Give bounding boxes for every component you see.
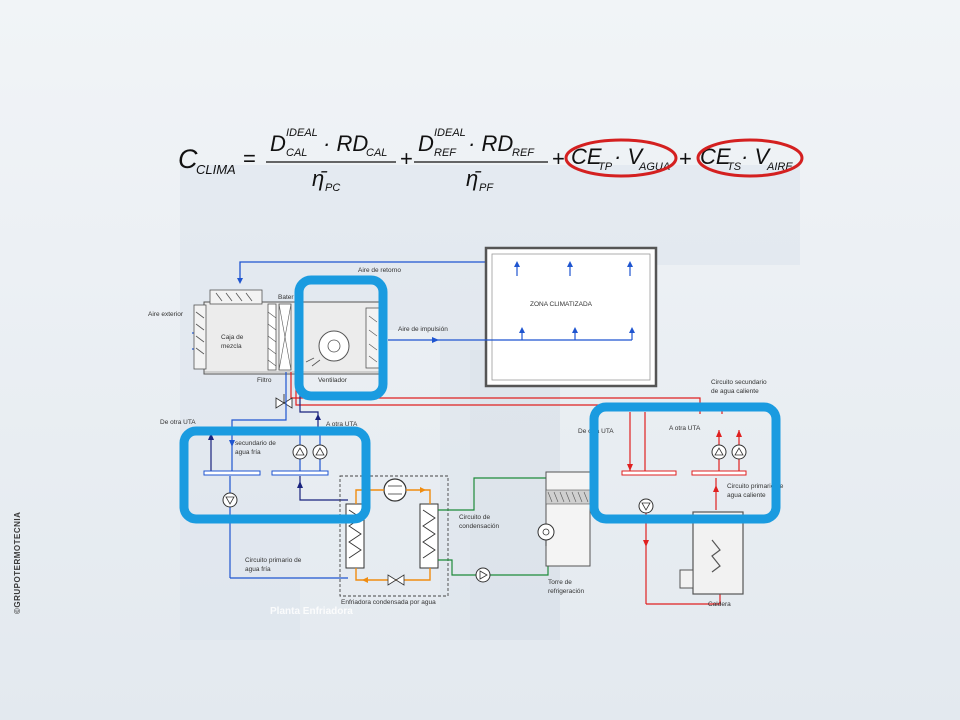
water-cooled-chiller	[339, 475, 449, 597]
t2-den-sub: PF	[479, 182, 494, 194]
label-bateria: Bater	[278, 294, 294, 301]
label-torre-1: Torre de	[548, 579, 572, 586]
label-a-otra-uta-right: A otra UTA	[669, 425, 701, 432]
label-planta-enfriadora: Planta Enfriadora	[270, 606, 353, 617]
t2-num-main: D	[418, 131, 434, 156]
t1-num-sub: CAL	[286, 147, 307, 159]
label-prim-cal-2: agua caliente	[727, 492, 766, 499]
t4-rest: · V	[741, 144, 771, 169]
hot-primary-manifold	[691, 470, 747, 476]
t3-sub: TP	[598, 161, 613, 173]
highlight-cold-pumps	[179, 426, 371, 524]
label-sec-cal-1: Circuito secundario	[711, 379, 767, 386]
cold-secondary-manifold	[203, 470, 261, 476]
label-ventilador: Ventilador	[318, 377, 348, 384]
t1-num-rest: · RD	[323, 131, 368, 156]
label-filtro: Filtro	[257, 377, 272, 384]
highlight-hot-pumps	[589, 402, 781, 524]
t1-num-sup: IDEAL	[286, 127, 318, 139]
label-enfriadora: Enfriadora condensada por agua	[341, 599, 436, 606]
label-aire-impulsion: Aire de impulsión	[398, 326, 448, 333]
label-caldera: Caldera	[708, 601, 731, 608]
t2-num-sup: IDEAL	[434, 127, 466, 139]
hot-pumps	[638, 444, 747, 514]
cooling-tower	[537, 471, 591, 567]
label-prim-fria-2: agua fría	[245, 566, 271, 573]
hot-secondary-manifold	[621, 470, 677, 476]
t1-num-main: D	[270, 131, 286, 156]
t3-rest: · V	[614, 144, 644, 169]
t2-den-main: η̄	[466, 166, 482, 191]
grupotermotecnia-watermark: ©GRUPOTERMOTECNIA	[13, 512, 22, 614]
three-way-valve	[275, 394, 293, 409]
label-aire-exterior: Aire exterior	[148, 311, 184, 318]
condensation-circuit	[438, 477, 549, 583]
zone-arrows	[514, 261, 635, 340]
label-de-otra-uta-left: De otra UTA	[160, 419, 196, 426]
zona-climatizada-box	[484, 246, 658, 388]
label-circ-cond-2: condensación	[459, 523, 499, 530]
t1-den-sub: PC	[325, 182, 340, 194]
label-torre-2: refrigeración	[548, 588, 585, 595]
lhs-sub: CLIMA	[196, 162, 236, 177]
t1-num-rest-sub: CAL	[366, 147, 387, 159]
cold-primary-manifold	[271, 470, 329, 476]
label-circ-cond-1: Circuito de	[459, 514, 490, 521]
plus-3: +	[679, 146, 692, 171]
equals-sign: =	[243, 146, 256, 171]
cold-pumps	[222, 444, 328, 508]
ahu-unit	[193, 289, 387, 375]
label-a-otra-uta-left: A otra UTA	[326, 421, 358, 428]
label-caja-1: Caja de	[221, 334, 244, 341]
label-zona: ZONA CLIMATIZADA	[530, 301, 593, 308]
label-sec-fria-2: agua fría	[235, 449, 261, 456]
plus-1: +	[400, 146, 413, 171]
label-sec-fria-1: secundario de	[235, 440, 276, 447]
ellipse-ce-ts	[696, 138, 804, 178]
t1-den-main: η̄	[312, 166, 328, 191]
t2-num-rest-sub: REF	[512, 147, 535, 159]
t2-num-rest: · RD	[468, 131, 513, 156]
hvac-diagram: Aire de retorno ZONA CLIMATIZADA Aire de…	[148, 246, 784, 617]
boiler	[679, 511, 744, 595]
supply-air-duct	[388, 337, 632, 343]
label-sec-cal-2: de agua caliente	[711, 388, 759, 395]
lhs-main: C	[178, 144, 198, 174]
label-prim-cal-1: Circuito primario de	[727, 483, 784, 490]
highlight-ventilator	[294, 275, 388, 401]
t4-sub: TS	[727, 161, 742, 173]
label-prim-fria-1: Circuito primario de	[245, 557, 302, 564]
plus-2: +	[552, 146, 565, 171]
label-aire-retorno: Aire de retorno	[358, 267, 401, 274]
t2-num-sub: REF	[434, 147, 457, 159]
label-caja-2: mezcla	[221, 343, 242, 350]
ellipse-ce-tp	[564, 138, 678, 178]
